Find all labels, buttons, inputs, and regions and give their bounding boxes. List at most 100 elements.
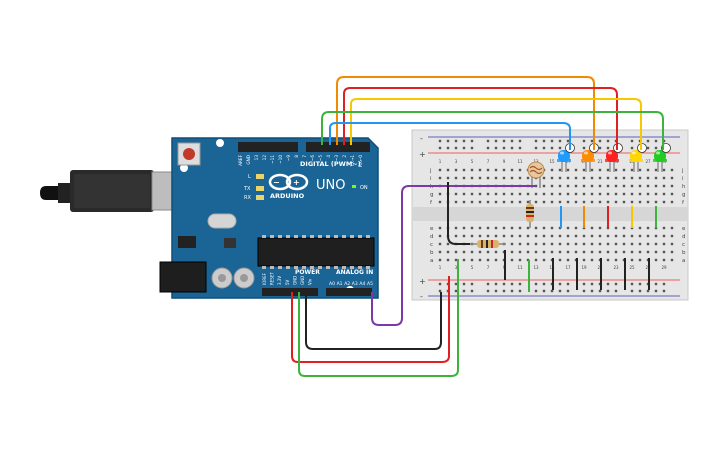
top-pin-label: 13 (254, 155, 259, 161)
voltage-regulator (178, 236, 196, 248)
row-letter: f (430, 200, 433, 206)
analog-pin-label: A3 (352, 281, 358, 287)
mount-hole (216, 139, 224, 147)
top-pin-label: TX→1 (350, 155, 355, 168)
resistor-vertical[interactable] (526, 200, 534, 228)
led-RX (256, 195, 264, 200)
analog-pin-label: A1 (337, 281, 343, 287)
top-pin-label: ~10 (278, 155, 283, 164)
label-TX: TX (243, 186, 251, 192)
analog-pin-label: A2 (344, 281, 350, 287)
row-letter: j (429, 168, 432, 174)
led-TX (256, 186, 264, 191)
row-letter: h (682, 184, 686, 190)
row-letter: a (682, 258, 685, 264)
power-jack (159, 261, 207, 293)
top-pin-label: ~6 (310, 155, 315, 162)
reset-button-cap[interactable] (183, 148, 195, 160)
column-number: 5 (471, 159, 474, 164)
column-number: 3 (455, 159, 458, 164)
wire-purple[interactable] (371, 185, 536, 326)
svg-text:+: + (293, 178, 300, 187)
wire-red[interactable] (343, 87, 618, 150)
wire-black-resistor[interactable] (447, 182, 470, 245)
rail-minus-sign: - (420, 134, 423, 143)
wire-orange[interactable] (336, 76, 595, 150)
wire-green-a0[interactable] (298, 259, 459, 377)
column-number: 13 (533, 159, 539, 164)
analog-pin-label: A5 (367, 281, 373, 287)
column-number: 11 (517, 265, 523, 270)
row-letter: c (430, 242, 433, 248)
power-pin-label: GND (292, 276, 297, 285)
wire-black-gnd[interactable] (305, 292, 442, 350)
row-letter: i (682, 176, 684, 182)
column-number: 1 (439, 265, 442, 270)
model-label: UNO (316, 178, 345, 193)
top-pin-label: RX←0 (358, 155, 363, 167)
wire-yellow[interactable] (350, 98, 642, 150)
svg-text:−: − (273, 178, 280, 187)
column-number: 7 (487, 159, 490, 164)
led[interactable] (581, 143, 599, 173)
column-number: 13 (533, 265, 539, 270)
top-pin-label: GND (246, 155, 251, 165)
wire-red-5v[interactable] (291, 276, 450, 363)
rail-plus-sign-bottom: + (419, 277, 426, 286)
power-header-label: POWER (295, 269, 320, 276)
column-number: 27 (645, 159, 651, 164)
resistor-horizontal[interactable] (470, 240, 506, 248)
atmega-chip (257, 237, 375, 267)
header-top-left (238, 142, 298, 152)
breadboard-channel (412, 207, 688, 221)
row-letter: c (682, 242, 685, 248)
wires[interactable] (291, 76, 664, 377)
label-ON: ON (360, 185, 368, 191)
row-letter: i (430, 176, 432, 182)
brand-label: ARDUINO (270, 192, 305, 200)
small-chip (224, 238, 236, 248)
top-pin-label: ~3 (334, 155, 339, 162)
wire-green-top[interactable] (321, 111, 664, 150)
column-number: 3 (455, 265, 458, 270)
power-pin-label: 5V (285, 279, 290, 285)
label-RX: RX (244, 195, 251, 201)
column-number: 21 (597, 159, 603, 164)
row-letter: b (430, 250, 434, 256)
mount-hole (180, 164, 188, 172)
top-pin-label: 4 (326, 155, 331, 158)
power-pin-label: IOREF (262, 272, 267, 285)
top-pin-label: ~11 (270, 155, 275, 164)
column-number: 17 (565, 265, 571, 270)
top-pin-label: 7 (302, 155, 307, 158)
column-number: 11 (517, 159, 523, 164)
header-top-right (306, 142, 370, 152)
row-letter: g (682, 192, 686, 198)
header-power (262, 288, 318, 296)
top-pin-label: 12 (262, 155, 267, 161)
header-analog (326, 288, 372, 296)
wire-blue[interactable] (329, 122, 571, 150)
top-pin-label: ~5 (318, 155, 323, 162)
led-row[interactable] (557, 143, 671, 173)
row-letter: d (430, 234, 434, 240)
led[interactable] (629, 143, 647, 173)
on-led (352, 185, 356, 188)
column-number: 19 (581, 265, 587, 270)
top-pin-label: AREF (238, 154, 243, 165)
column-number: 25 (629, 265, 635, 270)
led-L (256, 174, 264, 179)
row-letter: a (430, 258, 433, 264)
top-pin-label: 2 (342, 155, 347, 158)
photoresistor[interactable] (527, 161, 545, 188)
column-number: 5 (471, 265, 474, 270)
row-letter: j (681, 168, 684, 174)
digital-header-label: DIGITAL (PWM~) (300, 160, 361, 168)
arduino-logo: − + (268, 173, 309, 191)
crystal (207, 213, 237, 229)
analog-pin-label: A0 (329, 281, 335, 287)
